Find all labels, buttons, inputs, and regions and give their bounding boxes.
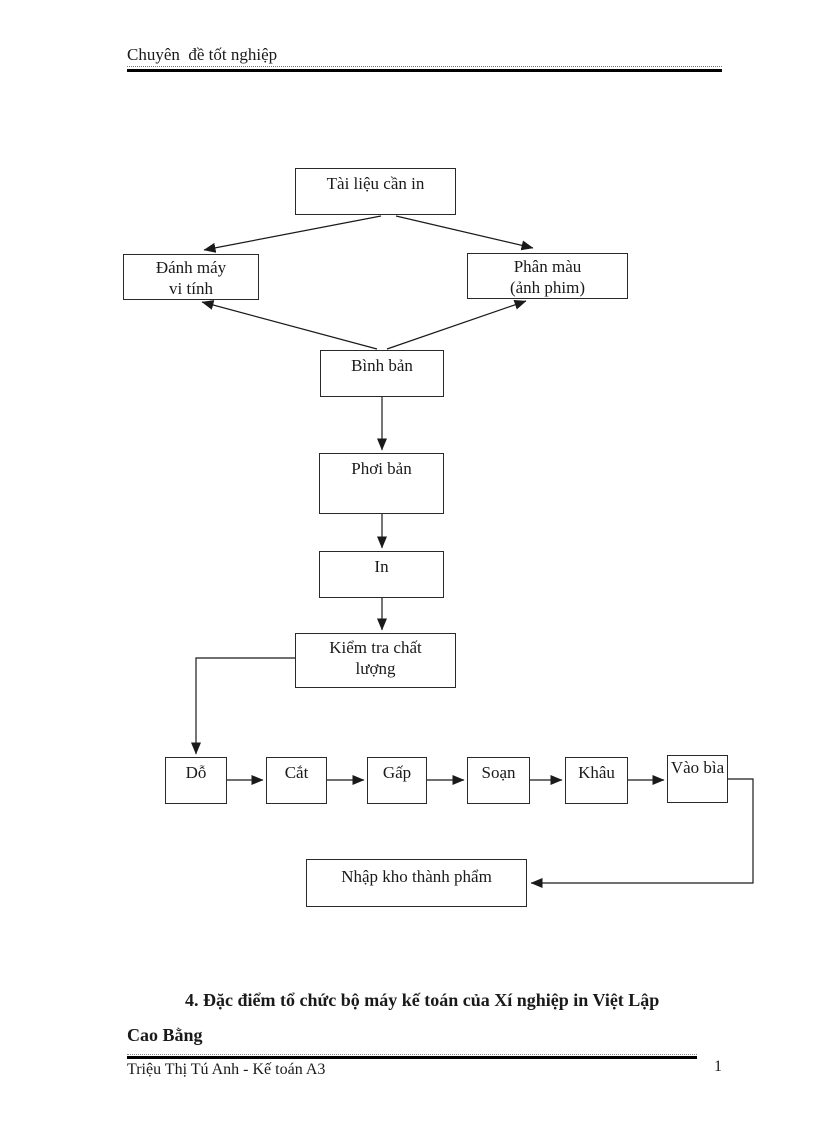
node-label: Phân màu [513, 257, 582, 276]
node-label: Nhập kho thành phẩm [341, 867, 492, 886]
node-nhap-kho-thanh-pham: Nhập kho thành phẩm [306, 859, 527, 907]
node-do: Dỗ [165, 757, 227, 804]
node-label: Bình bản [351, 356, 413, 375]
node-label: Đánh máy [155, 258, 227, 277]
node-cat: Cắt [266, 757, 327, 804]
section-heading-line1: 4. Đặc điểm tổ chức bộ máy kế toán của X… [185, 990, 660, 1010]
section-heading: 4. Đặc điểm tổ chức bộ máy kế toán của X… [127, 983, 737, 1053]
node-phan-mau-anh-phim: Phân màu (ảnh phim) [467, 253, 628, 299]
header-rule-dotted [127, 66, 722, 67]
node-vao-bia: Vào bìa [667, 755, 728, 803]
node-label: In [374, 557, 389, 576]
node-danh-may-vi-tinh: Đánh máy vi tính [123, 254, 259, 300]
header-rule-solid [127, 69, 722, 72]
node-label: Dỗ [185, 763, 207, 782]
node-soan: Soạn [467, 757, 530, 804]
node-label: Cắt [284, 763, 309, 782]
edge-tailieu-phanmau [395, 215, 534, 251]
node-phoi-ban: Phơi bản [319, 453, 444, 514]
section-heading-line2: Cao Bằng [127, 1025, 203, 1045]
footer-rule-solid [127, 1056, 697, 1059]
edge-binhban-danhmay [201, 300, 378, 350]
node-tai-lieu-can-in: Tài liệu cần in [295, 168, 456, 215]
page-header-title: Chuyên đề tốt nghiệp [127, 45, 278, 64]
page-number: 1 [714, 1058, 722, 1075]
footer-rule-dotted [127, 1054, 697, 1055]
node-label: Soạn [481, 763, 516, 782]
edge-vaobia-nhapkho [530, 778, 754, 888]
node-binh-ban: Bình bản [320, 350, 444, 397]
node-khau: Khâu [565, 757, 628, 804]
node-kiem-tra-chat-luong: Kiểm tra chất lượng [295, 633, 456, 688]
node-gap: Gấp [367, 757, 427, 804]
node-label: vi tính [169, 279, 213, 298]
edge-kiemtra-do [191, 657, 295, 755]
node-label: (ảnh phim) [509, 278, 586, 297]
node-label: Kiểm tra chất [329, 638, 422, 657]
node-label: Vào bìa [670, 758, 725, 777]
flowchart-connectors [191, 215, 754, 888]
node-label: lượng [355, 659, 396, 678]
node-label: Tài liệu cần in [326, 174, 425, 193]
node-label: Gấp [382, 763, 412, 782]
node-label: Khâu [578, 763, 615, 782]
footer-author: Triệu Thị Tú Anh - Kế toán A3 [127, 1061, 326, 1078]
edge-binhban-phanmau [386, 300, 527, 350]
node-in: In [319, 551, 444, 598]
edge-tailieu-danhmay [203, 215, 382, 253]
node-label: Phơi bản [351, 459, 412, 478]
